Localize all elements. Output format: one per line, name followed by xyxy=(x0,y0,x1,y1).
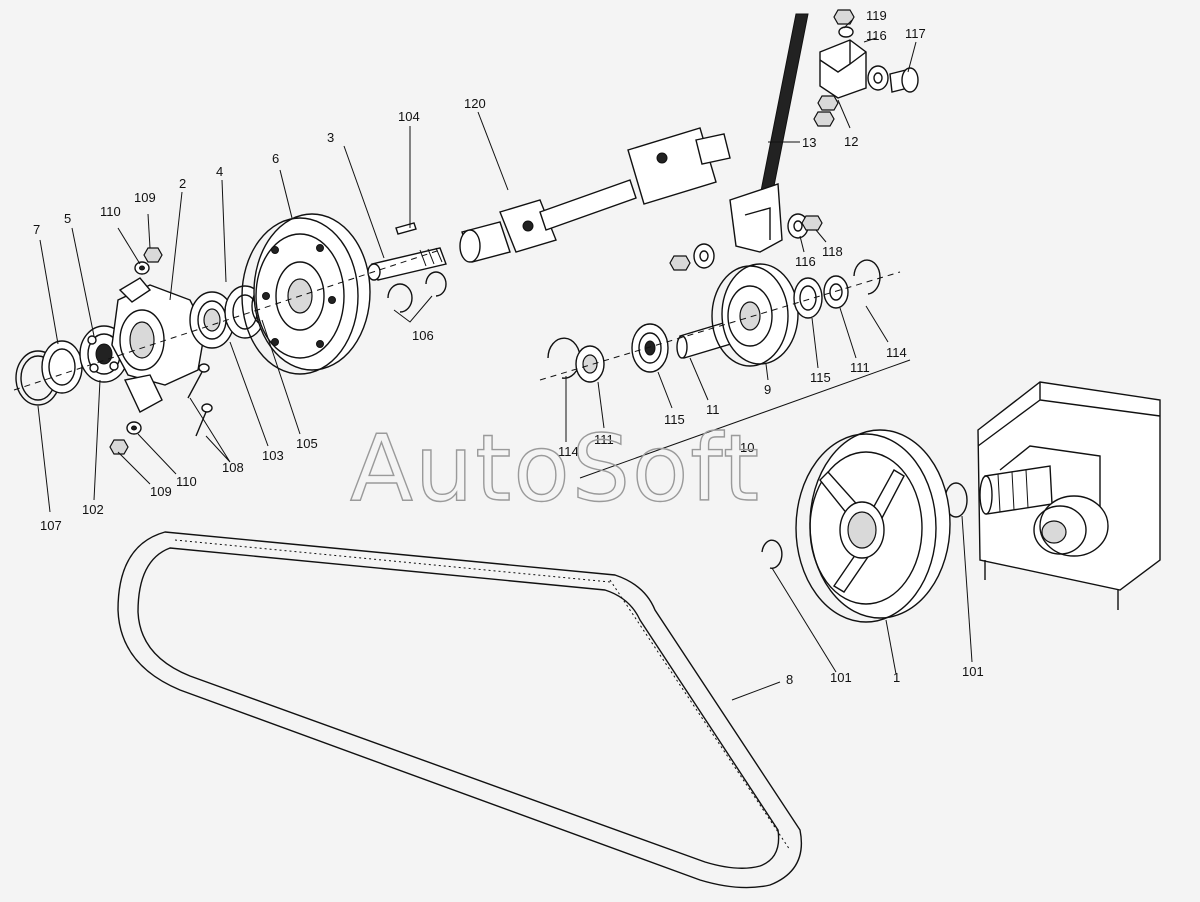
callout-102: 102 xyxy=(82,502,104,517)
callout-111-a: 111 xyxy=(594,432,614,447)
circlip-101-left xyxy=(761,539,783,569)
callout-109: 109 xyxy=(134,190,156,205)
callout-109-b: 109 xyxy=(150,484,172,499)
pin-104 xyxy=(395,222,417,235)
washer-116-top xyxy=(838,26,854,38)
circlip-114-left xyxy=(547,337,581,379)
callout-110-b: 110 xyxy=(176,474,197,489)
callout-12: 12 xyxy=(844,134,858,149)
callout-101-b: 101 xyxy=(962,664,984,679)
callout-1: 1 xyxy=(893,670,900,685)
callout-104: 104 xyxy=(398,109,420,124)
callout-6: 6 xyxy=(272,151,279,166)
callout-105: 105 xyxy=(296,436,318,451)
callout-106: 106 xyxy=(412,328,434,343)
callout-11: 11 xyxy=(706,402,720,417)
callout-labels: 119 116 117 12 13 104 120 3 6 4 2 109 11… xyxy=(33,8,984,687)
callout-7: 7 xyxy=(33,222,40,237)
callout-2: 2 xyxy=(179,176,186,191)
callout-110: 110 xyxy=(100,204,121,219)
bearing-115-left xyxy=(631,323,669,373)
callout-10: 10 xyxy=(740,440,754,455)
leader-lines xyxy=(37,19,973,701)
nuts-lower xyxy=(813,95,839,127)
circlips-106 xyxy=(387,271,447,313)
nut-109-top xyxy=(143,247,163,263)
callout-103: 103 xyxy=(262,448,284,463)
callout-115-b: 115 xyxy=(810,370,831,385)
gearbox-housing xyxy=(977,381,1161,610)
callout-116: 116 xyxy=(866,28,887,43)
callout-4: 4 xyxy=(216,164,223,179)
callout-119: 119 xyxy=(866,8,887,23)
nut-119 xyxy=(833,9,855,25)
bearing-115-right xyxy=(793,277,823,319)
axis-idler xyxy=(539,271,901,381)
washer-110-top xyxy=(134,261,150,275)
callout-117: 117 xyxy=(905,26,926,41)
bearing-housing-2 xyxy=(111,277,206,413)
bracket xyxy=(729,183,783,253)
callout-116-b: 116 xyxy=(795,254,816,269)
callout-114-b: 114 xyxy=(886,345,907,360)
watermark: AutoSoft xyxy=(350,415,761,522)
seal-111-left xyxy=(575,345,605,383)
washers-116-118 xyxy=(787,213,823,239)
washer-116-right xyxy=(867,65,889,91)
callout-114-a: 114 xyxy=(558,444,579,459)
callout-9: 9 xyxy=(764,382,771,397)
washer-110-bottom xyxy=(126,421,142,435)
main-pulley-1 xyxy=(795,429,951,623)
universal-joint-shaft-120 xyxy=(459,127,731,263)
callout-13: 13 xyxy=(802,135,816,150)
callout-107: 107 xyxy=(40,518,62,533)
drive-shaft-3 xyxy=(367,247,447,281)
nut-109-bottom xyxy=(109,439,129,455)
bolts-108 xyxy=(187,363,213,437)
callout-3: 3 xyxy=(327,130,334,145)
callout-8: 8 xyxy=(786,672,793,687)
axis-left xyxy=(13,249,441,391)
callout-5: 5 xyxy=(64,211,71,226)
gearbox-pulley xyxy=(1033,495,1109,557)
splined-shaft xyxy=(979,465,1053,515)
callout-120: 120 xyxy=(464,96,486,111)
seal-ring-7 xyxy=(41,340,83,394)
callout-118: 118 xyxy=(822,244,843,259)
block-12 xyxy=(819,39,867,99)
tension-rod-13 xyxy=(759,13,809,197)
pulley-6 xyxy=(241,213,371,375)
drive-belt xyxy=(117,531,802,889)
seal-111-right xyxy=(823,275,849,309)
callout-111-b: 111 xyxy=(850,360,870,375)
bolt-117 xyxy=(889,67,919,93)
nut-washer-left xyxy=(669,243,715,271)
callout-108: 108 xyxy=(222,460,244,475)
callout-101-a: 101 xyxy=(830,670,852,685)
circlip-114-right xyxy=(853,259,881,295)
pulley-9 xyxy=(711,263,799,367)
bearing-103 xyxy=(189,291,235,349)
callout-115-a: 115 xyxy=(664,412,685,427)
